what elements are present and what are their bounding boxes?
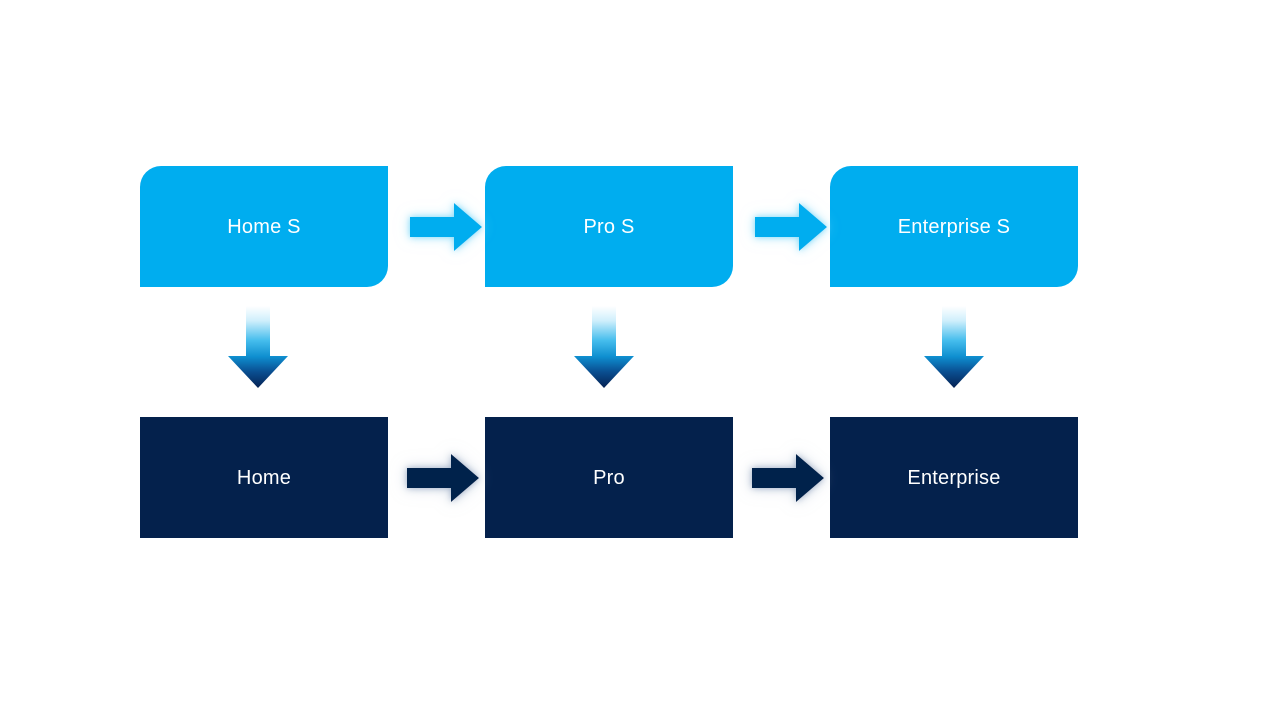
connector-home-s-to-home xyxy=(224,306,292,390)
down-arrow-icon xyxy=(574,306,634,388)
connector-pro-s-to-pro xyxy=(570,306,638,390)
connector-pro-s-to-enterprise-s xyxy=(753,200,829,254)
node-enterprise-s[interactable]: Enterprise S xyxy=(830,166,1078,287)
node-home-s[interactable]: Home S xyxy=(140,166,388,287)
node-pro[interactable]: Pro xyxy=(485,417,733,538)
connector-home-s-to-pro-s xyxy=(408,200,484,254)
node-label: Home S xyxy=(227,215,301,238)
node-label: Home xyxy=(236,466,292,489)
right-arrow-icon xyxy=(410,203,482,251)
right-arrow-icon xyxy=(407,454,479,502)
connector-home-to-pro xyxy=(405,451,481,505)
node-label: Enterprise S xyxy=(897,215,1011,238)
right-arrow-icon xyxy=(755,203,827,251)
node-pro-s[interactable]: Pro S xyxy=(485,166,733,287)
right-arrow-icon xyxy=(752,454,824,502)
down-arrow-icon xyxy=(228,306,288,388)
connector-pro-to-enterprise xyxy=(750,451,826,505)
down-arrow-icon xyxy=(924,306,984,388)
node-label: Pro xyxy=(593,466,625,489)
node-enterprise[interactable]: Enterprise xyxy=(830,417,1078,538)
node-label: Enterprise xyxy=(907,466,1001,489)
node-label: Pro S xyxy=(583,215,635,238)
node-home[interactable]: Home xyxy=(140,417,388,538)
connector-enterprise-s-to-enterprise xyxy=(920,306,988,390)
